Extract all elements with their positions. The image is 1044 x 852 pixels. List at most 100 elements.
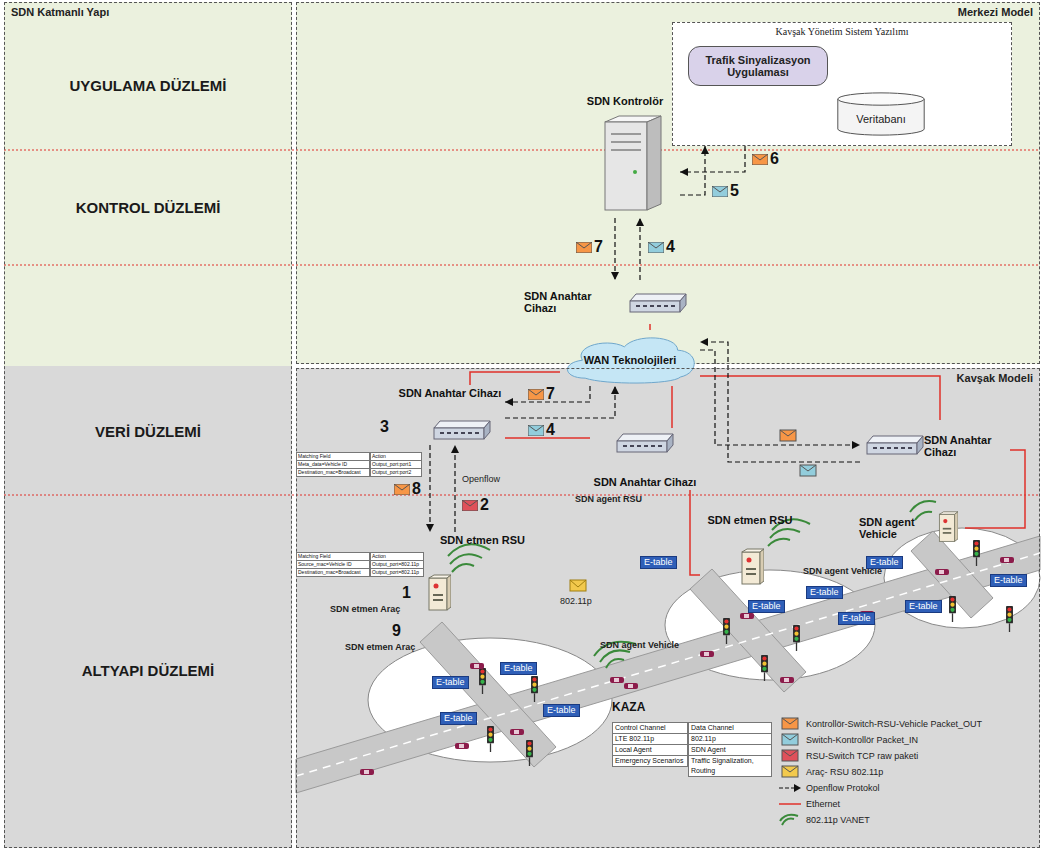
legend: Kontrollör-Switch-RSU-Vehicle Packet_OUT… [778,716,982,828]
vehicle [510,729,524,735]
cylinder-outline [838,93,924,105]
plane-divider [4,150,1040,495]
layer-band: ALTYAPI DÜZLEMİ [4,495,292,846]
wireless-wave [452,564,474,572]
packet-icon [648,242,664,253]
traffic-light [479,668,486,694]
legend-row: Openflow Protokol [778,780,982,796]
packet-icon [570,580,586,591]
device-label: SDN etmen Araç [345,642,415,652]
device-label: SDN etmen Araç [330,604,400,614]
table-cell: Output_port:port2 [370,468,422,477]
node-text: SDN Anahtar Cihazı [924,434,1006,458]
legend-text: Switch-Kontrollör Packet_IN [806,735,918,745]
sdn-switch: SDN Anahtar Cihazı [520,280,695,324]
vehicle [740,613,754,619]
e-table-tag: E-table [500,662,537,675]
connector [429,445,430,532]
connector [470,372,560,385]
packet-icon [712,186,728,197]
table-cell: Destination_mac=Broadcast [296,468,370,477]
traffic-light [487,726,494,752]
callout-number: 2 [480,496,489,514]
device-icon [742,549,764,584]
sdn-switch: SDN Anahtar Cihazı [590,428,700,490]
packet-icon [782,766,798,772]
road [420,622,556,767]
table-cell: Traffic Signalization, Routing [688,755,772,777]
node-text: SDN etmen RSU [708,514,793,526]
cloud-outline [567,338,694,383]
packet-icon [576,242,592,248]
callout-number: 5 [730,182,739,200]
packet-icon [782,718,798,729]
packet-icon [528,389,544,400]
wan-cloud: WAN Teknolojileri [560,330,700,386]
packet-icon [782,734,798,740]
wireless-wave [768,539,790,546]
vehicle [360,769,374,775]
packet-icon [782,766,798,777]
legend-text: Openflow Protokol [806,783,880,793]
connector [505,386,615,418]
vehicle [624,683,638,689]
callout-number: 9 [392,622,401,640]
device-icon [429,116,958,610]
wireless-wave [915,512,932,520]
node-text: Kavşak Modeli [303,372,1033,384]
plane-background [4,366,292,848]
e-table-tag: E-table [990,574,1027,587]
callout-number: 7 [594,238,603,256]
device-icon [867,436,923,454]
packet-icon [782,766,798,777]
traffic-light [949,596,956,622]
packet-icon [782,734,798,745]
legend-swatch [778,765,802,779]
vehicle [700,651,714,657]
connector [690,490,700,575]
packet-icon [528,389,544,400]
node-text: SDN Anahtar Cihazı [594,476,697,488]
plane-divider [4,265,1040,266]
device-icon [434,421,490,439]
packet-icon [780,430,796,441]
device-icon [429,575,451,610]
legend-swatch [778,781,802,795]
legend-row: Ethernet [778,796,982,812]
packet-icon [462,500,478,511]
traffic-light [479,540,1013,766]
legend-row: 802.11p VANET [778,812,982,828]
legend-wave [780,815,798,825]
packet-icon [570,580,586,591]
wireless-wave [770,529,800,538]
e-table-tag: E-table [838,612,875,625]
packet-icon [782,718,798,724]
callout-number: 4 [546,421,555,439]
packet-icon [394,484,410,495]
packet-icon [800,465,816,476]
e-table-tag: E-table [640,556,677,569]
packet-icon [462,500,478,506]
legend-swatch [778,733,802,747]
packet-icon [752,154,768,165]
e-table-tag: E-table [543,704,580,717]
controller-server: SDN Kontrolör [570,93,680,218]
packet-icon [462,500,478,511]
road [296,531,1040,793]
packet-icon [462,500,478,511]
vehicle [360,557,1014,775]
protocol-label: Openflow [462,474,500,484]
connector [639,218,640,280]
packet-icon [782,718,798,729]
layer-panel: SDN Katmanlı YapıUYGULAMA DÜZLEMİKONTROL… [4,2,292,848]
edge-label: 6 [752,150,779,168]
node-text: SDN Anahtar Cihazı [524,290,623,314]
traffic-light [1006,606,1013,632]
e-table-tag: E-table [806,586,843,599]
vehicle [455,743,469,749]
legend-text: Araç- RSU 802.11p [806,767,883,777]
table-cell: Emergency Scenarios [612,755,688,767]
packet-icon [752,154,768,160]
layer-band: KONTROL DÜZLEMİ [4,150,292,265]
callout-number: 4 [666,238,675,256]
